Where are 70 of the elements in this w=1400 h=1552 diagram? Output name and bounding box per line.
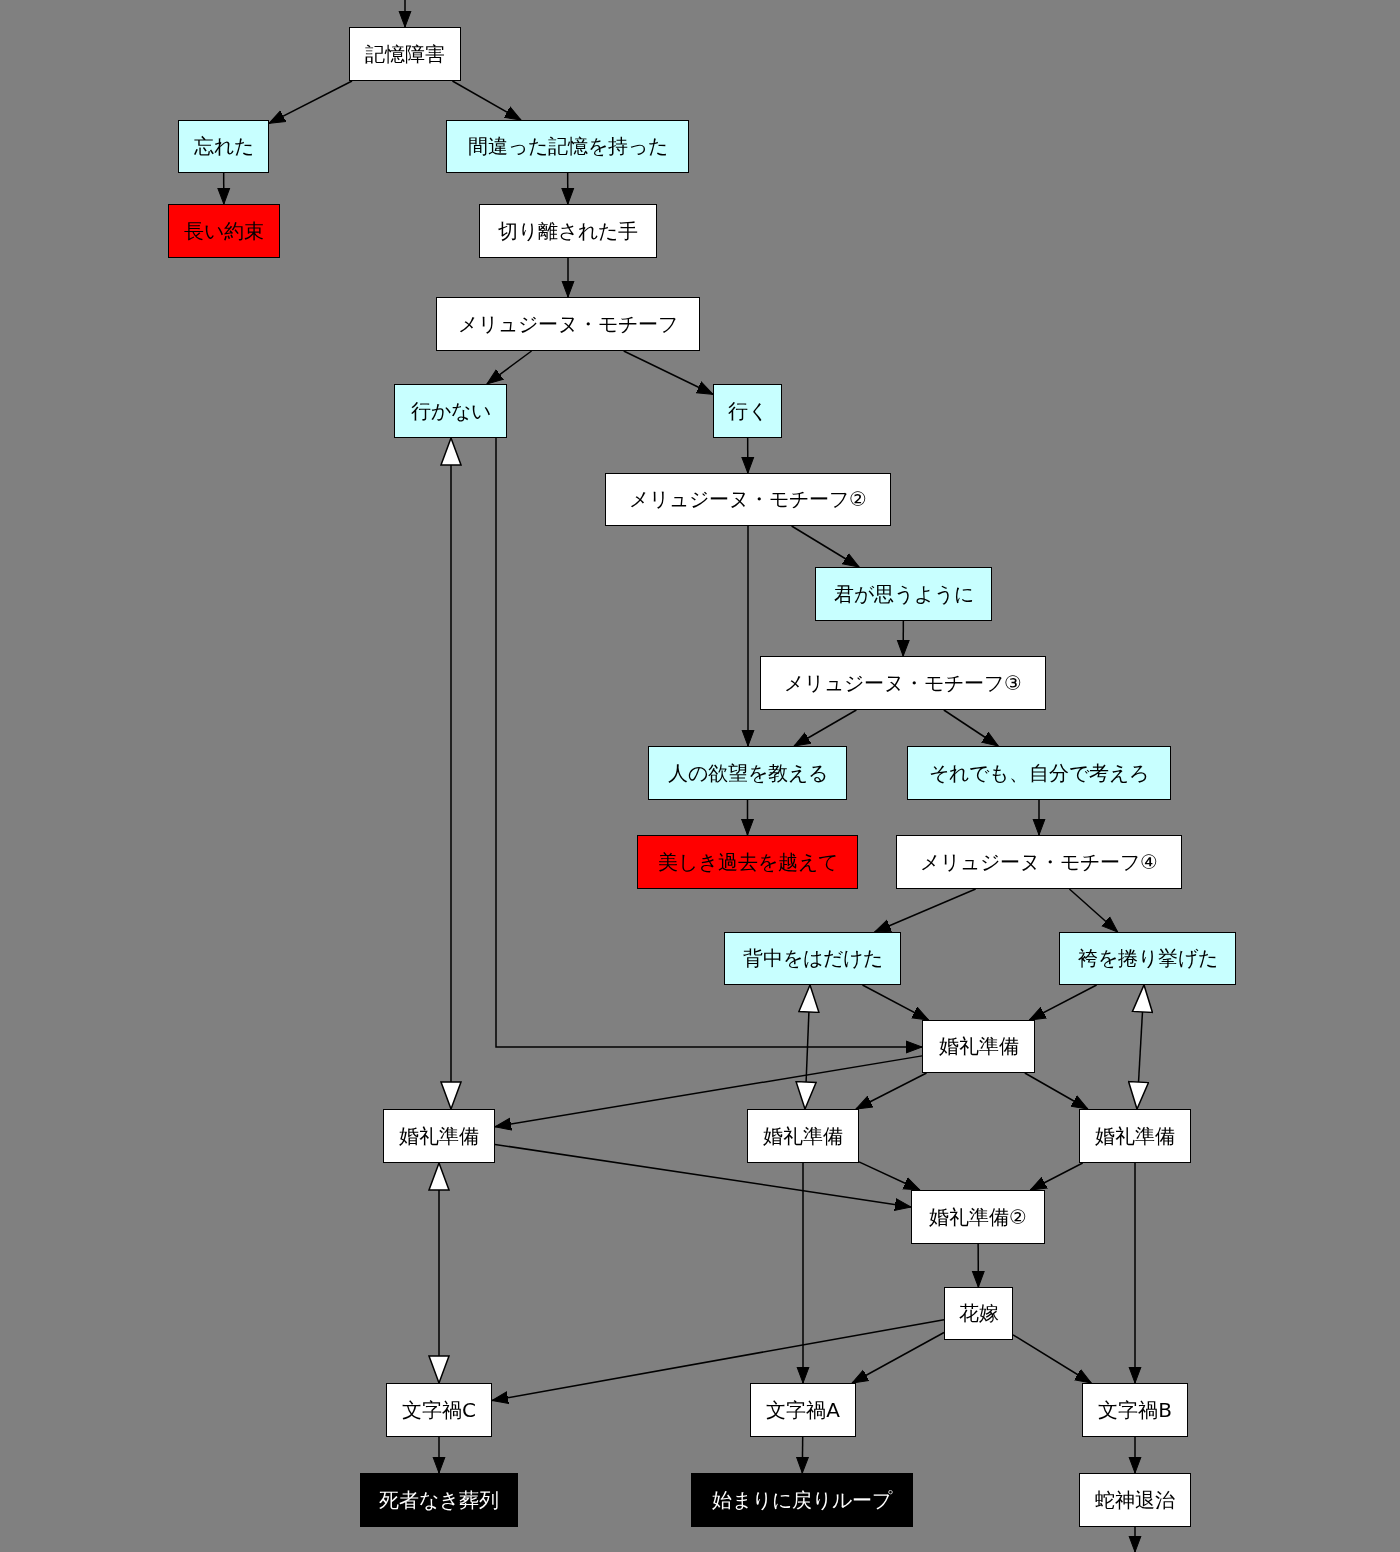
step-box: 文字禍A <box>750 1383 856 1437</box>
arrow <box>432 1436 446 1474</box>
arrow <box>1068 888 1119 933</box>
arrow <box>943 709 999 747</box>
arrow <box>1024 1072 1089 1110</box>
choice-box: 間違った記憶を持った <box>446 120 689 173</box>
arrow <box>896 620 910 657</box>
arrow <box>1128 1526 1142 1552</box>
step-box: 花嫁 <box>944 1287 1013 1340</box>
arrow <box>491 1318 945 1405</box>
arrow <box>495 437 923 1054</box>
step-box: 婚礼準備 <box>383 1109 495 1163</box>
choice-box: 行く <box>713 384 782 438</box>
arrow <box>1029 1162 1084 1191</box>
step-box: メリュジーヌ・モチーフ④ <box>896 835 1182 889</box>
step-box: 切り離された手 <box>479 204 657 258</box>
arrow <box>561 257 575 298</box>
arrow <box>451 80 522 121</box>
arrow <box>971 1243 985 1288</box>
arrow <box>861 984 930 1021</box>
choice-box: 人の欲望を教える <box>648 746 847 800</box>
choice-box: 背中をはだけた <box>724 932 901 985</box>
arrow <box>858 1161 921 1191</box>
arrow <box>741 437 755 474</box>
ending-box: 死者なき葬列 <box>360 1473 518 1527</box>
arrow <box>796 1436 809 1474</box>
choice-box: 行かない <box>394 384 507 438</box>
arrow <box>1128 1436 1142 1474</box>
arrow <box>793 709 858 747</box>
arrow <box>217 172 231 205</box>
step-box: 婚礼準備 <box>1079 1109 1191 1163</box>
ending-box: 始まりに戻りループ <box>691 1473 913 1527</box>
arrow <box>494 1055 923 1131</box>
arrow <box>1028 984 1098 1021</box>
step-box: 婚礼準備 <box>747 1109 859 1163</box>
arrow <box>741 525 755 747</box>
arrow <box>855 1072 928 1110</box>
step-box: メリュジーヌ・モチーフ③ <box>760 656 1046 710</box>
arrow <box>790 525 860 568</box>
step-box: メリュジーヌ・モチーフ② <box>605 473 891 526</box>
arrow <box>1032 799 1046 836</box>
arrow <box>440 437 462 1110</box>
choice-box: 袴を捲り挙げた <box>1059 932 1236 985</box>
arrow <box>1127 984 1154 1110</box>
choice-box: 忘れた <box>178 120 269 173</box>
step-box: メリュジーヌ・モチーフ <box>436 297 700 351</box>
arrow <box>741 799 754 836</box>
choice-box: 君が思うように <box>815 567 992 621</box>
arrow <box>622 350 714 396</box>
arrow <box>795 984 820 1110</box>
step-box: 記憶障害 <box>349 27 461 81</box>
step-box: 婚礼準備② <box>911 1190 1045 1244</box>
arrow <box>494 1143 912 1211</box>
arrow <box>268 80 353 125</box>
step-box: 蛇神退治 <box>1079 1473 1191 1527</box>
choice-box: それでも、自分で考えろ <box>907 746 1171 800</box>
step-box: 婚礼準備 <box>922 1020 1035 1073</box>
arrow <box>1128 1162 1142 1384</box>
arrow <box>851 1331 945 1384</box>
arrow <box>398 0 412 28</box>
arrow <box>796 1162 810 1384</box>
ending-box: 長い約束 <box>168 204 280 258</box>
arrow <box>1012 1334 1092 1384</box>
arrow <box>486 350 533 385</box>
arrow <box>873 888 977 933</box>
arrow <box>561 172 575 205</box>
step-box: 文字禍B <box>1082 1383 1188 1437</box>
step-box: 文字禍C <box>386 1383 492 1437</box>
arrow <box>428 1162 450 1384</box>
ending-box: 美しき過去を越えて <box>637 835 858 889</box>
